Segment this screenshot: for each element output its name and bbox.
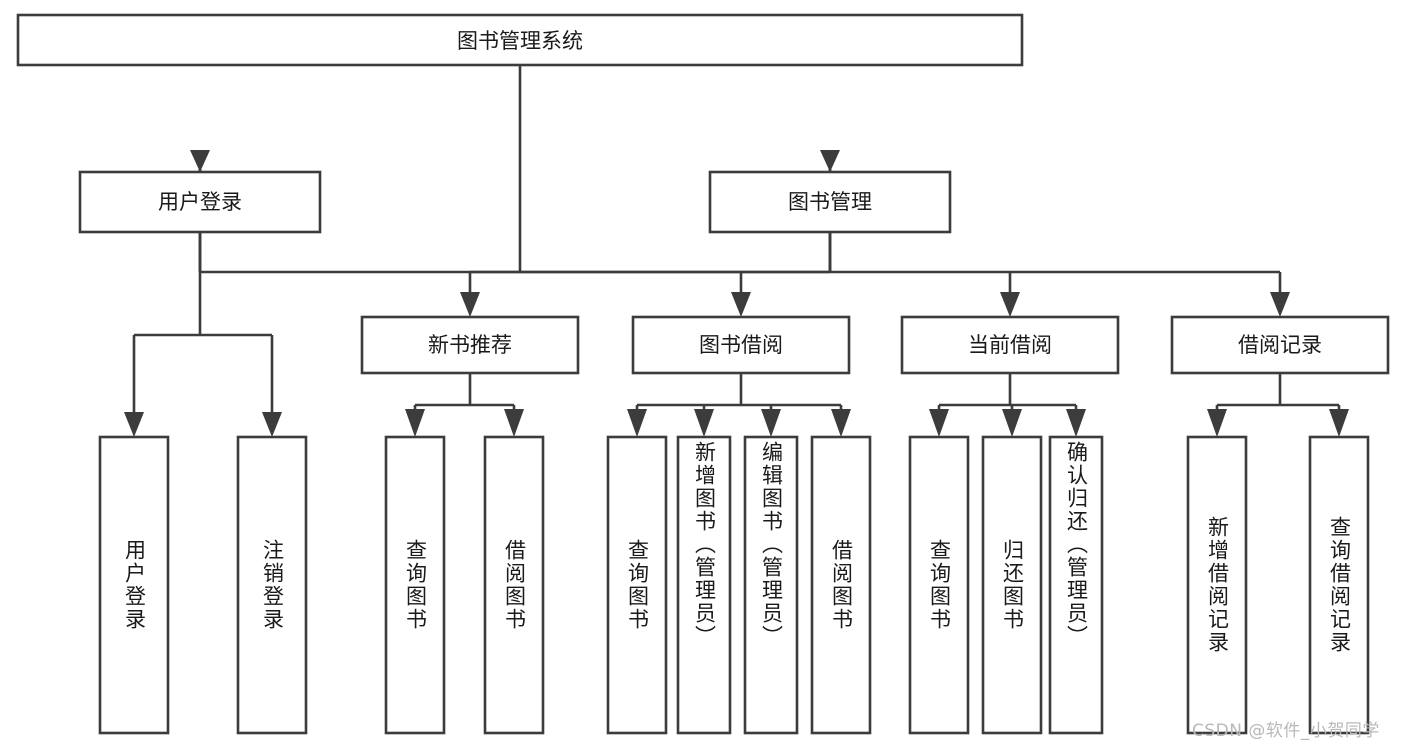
node-borrow-record-label: 借阅记录 bbox=[1238, 333, 1322, 357]
arrow-icon-to-leaf-edit-book bbox=[761, 409, 781, 437]
node-leaf-edit-book-box[interactable] bbox=[743, 435, 799, 735]
node-layer: 图书管理系统 用户登录 图书管理 新书推荐 图书借阅 当前借阅 借阅记录 bbox=[16, 13, 1390, 735]
node-book-manage-box[interactable] bbox=[708, 170, 952, 234]
node-leaf-query-book-3-box[interactable] bbox=[908, 435, 970, 735]
arrow-icon-to-leaf-user-login bbox=[124, 412, 144, 437]
node-book-manage-label: 图书管理 bbox=[788, 190, 872, 214]
arrow-icon-to-leaf-query-book-2 bbox=[627, 409, 647, 437]
node-leaf-logout-box[interactable] bbox=[236, 435, 308, 735]
arrow-icon-to-user-login bbox=[190, 150, 210, 172]
arrow-icon-to-leaf-borrow-book-1 bbox=[504, 409, 524, 437]
node-root-box[interactable] bbox=[16, 13, 1024, 67]
node-new-book-rec-box[interactable] bbox=[360, 315, 580, 375]
node-leaf-query-record-box[interactable] bbox=[1308, 435, 1370, 735]
node-new-book-rec-label: 新书推荐 bbox=[428, 333, 512, 357]
node-leaf-borrow-book-1-box[interactable] bbox=[483, 435, 545, 735]
arrow-icon-to-leaf-add-book bbox=[694, 409, 714, 437]
arrow-icon-to-book-borrow bbox=[731, 292, 751, 317]
arrow-icon-to-current-borrow bbox=[1000, 292, 1020, 317]
arrow-icon-to-leaf-borrow-book-2 bbox=[831, 409, 851, 437]
node-leaf-borrow-book-2-box[interactable] bbox=[810, 435, 872, 735]
arrow-icon-to-leaf-add-record bbox=[1207, 409, 1227, 437]
node-leaf-query-book-2-box[interactable] bbox=[606, 435, 668, 735]
arrow-icon-to-leaf-confirm-return bbox=[1066, 409, 1086, 437]
node-user-login-label: 用户登录 bbox=[158, 190, 242, 214]
arrow-icon-to-leaf-query-book-3 bbox=[929, 409, 949, 437]
arrow-icon-to-leaf-query-record bbox=[1329, 409, 1349, 437]
arrow-icon-to-new-book-rec bbox=[460, 292, 480, 317]
arrow-icon-to-leaf-query-book-1 bbox=[405, 409, 425, 437]
node-leaf-return-book-box[interactable] bbox=[981, 435, 1043, 735]
node-book-borrow-label: 图书借阅 bbox=[699, 333, 783, 357]
node-user-login-box[interactable] bbox=[78, 170, 322, 234]
arrow-icon-to-leaf-return-book bbox=[1002, 409, 1022, 437]
csdn-watermark: CSDN @软件_小贺同学 bbox=[1192, 721, 1380, 741]
node-current-borrow-box[interactable] bbox=[900, 315, 1120, 375]
arrowhead-layer bbox=[124, 150, 1349, 437]
arrow-icon-to-leaf-logout bbox=[262, 412, 282, 437]
node-root-label: 图书管理系统 bbox=[457, 29, 583, 53]
node-leaf-add-record-box[interactable] bbox=[1186, 435, 1248, 735]
node-leaf-add-book-box[interactable] bbox=[676, 435, 732, 735]
arrow-icon-to-borrow-record bbox=[1270, 292, 1290, 317]
node-borrow-record-box[interactable] bbox=[1170, 315, 1390, 375]
node-current-borrow-label: 当前借阅 bbox=[968, 333, 1052, 357]
node-leaf-query-book-1-box[interactable] bbox=[384, 435, 446, 735]
node-book-borrow-box[interactable] bbox=[631, 315, 851, 375]
node-leaf-confirm-return-box[interactable] bbox=[1048, 435, 1104, 735]
arrow-icon-to-book-manage bbox=[820, 150, 840, 172]
node-leaf-user-login-box[interactable] bbox=[98, 435, 170, 735]
